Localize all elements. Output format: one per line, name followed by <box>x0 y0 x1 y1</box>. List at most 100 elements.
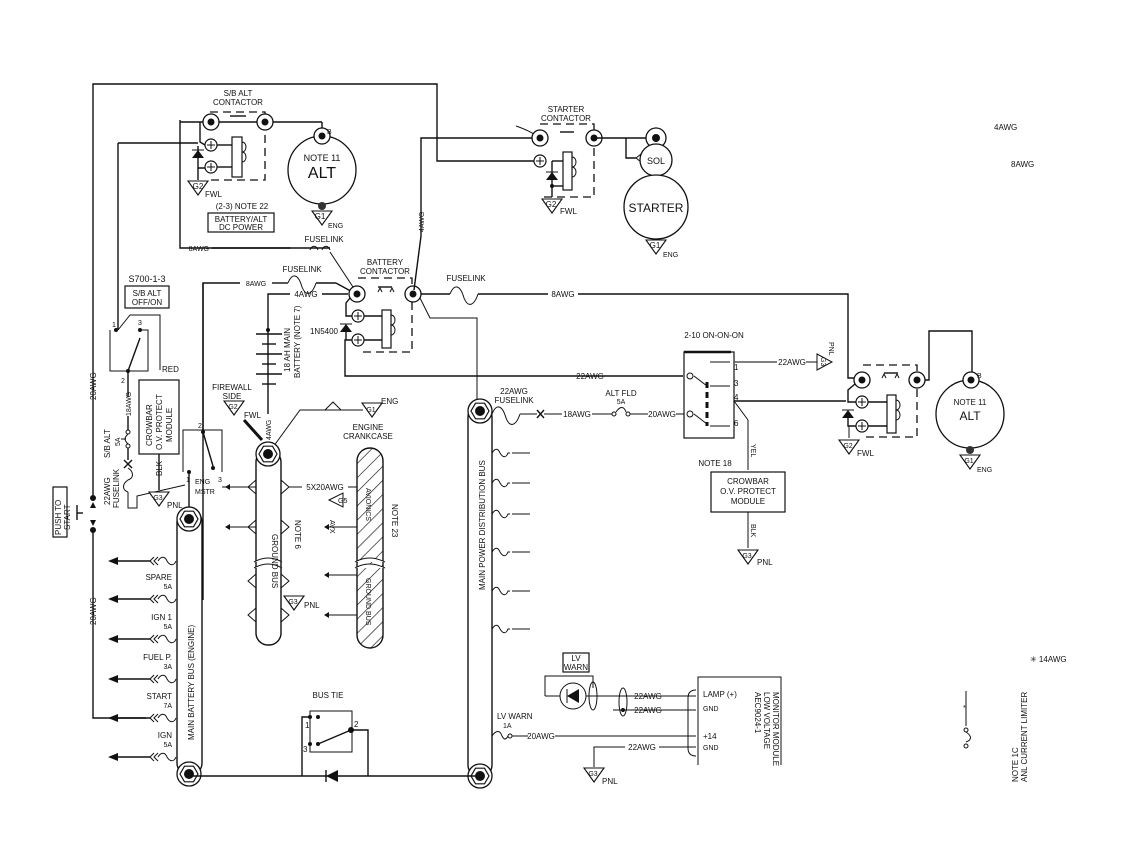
main-battery-bus-label: MAIN BATTERY BUS (ENGINE) <box>187 625 196 740</box>
breaker-name: S/B ALT <box>103 429 112 458</box>
arrow-icon <box>108 753 118 761</box>
ground-id: G3 <box>288 599 297 606</box>
battery-label-2: BATTERY (NOTE 7) <box>293 305 302 378</box>
lv-breaker-rating: 1A <box>503 723 512 730</box>
pin-label: 3 <box>303 745 308 754</box>
ground-loc: PNL <box>757 558 773 567</box>
breaker-icon <box>157 594 177 604</box>
alternator-right: G2 FWL B NOTE 11 ALT G1 ENG <box>838 330 1005 474</box>
alt-terminal-label: B <box>977 373 982 380</box>
diode-label: 1N5400 <box>310 327 339 336</box>
starter-contactor: STARTER CONTACTOR G2 FWL <box>420 105 656 236</box>
pin-label: 4 <box>734 393 739 402</box>
right-crowbar-module: NOTE 18 CROWBAR O.V. PROTECT MODULE BLK … <box>698 459 786 567</box>
switch-line2: OFF/ON <box>132 298 162 307</box>
lv-lamp-line1: LV <box>571 654 581 663</box>
avionics-bus-label: AVIONICS <box>364 488 371 521</box>
pin-label: 2 <box>198 423 202 430</box>
battery-label-1: 18 AH MAIN <box>283 328 292 372</box>
breaker-icon <box>491 448 530 458</box>
breaker-icon <box>157 634 177 644</box>
breaker-rating: 5A <box>115 437 122 446</box>
bus-breaker: IGN 15A <box>108 613 177 644</box>
ground-bus: GROUND BUS NOTE 6 G3 PNL 5X20AWG <box>222 441 358 646</box>
pin-label: GND <box>703 706 719 713</box>
breaker-rating: 3A <box>163 664 172 671</box>
arrow-icon <box>108 675 118 683</box>
breaker-name: IGN <box>158 731 172 740</box>
breaker-icon <box>157 752 177 762</box>
avionics-bus-note: NOTE 23 <box>390 504 399 538</box>
wire-label: 22AWG <box>634 692 662 701</box>
push-to-start: 20AWG PUSH TO START 20AWG <box>52 360 146 719</box>
sb-alt-contactor: S/B ALT CONTACTOR G2 FWL <box>180 89 323 199</box>
crankcase-line2: CRANKCASE <box>343 432 393 441</box>
alt-fld-name: ALT FLD <box>605 389 636 398</box>
ground-loc: PNL <box>602 777 618 786</box>
alt-name: ALT <box>959 409 981 423</box>
alt-fld-rating: 5A <box>617 399 626 406</box>
wire-label: 22AWG <box>103 477 112 505</box>
ground-loc: FWL <box>244 411 261 420</box>
fuselink-label: FUSELINK <box>304 235 344 244</box>
ground-id: G1 <box>650 241 661 250</box>
power-box-line2: DC POWER <box>219 223 263 232</box>
sb-alt-contactor-label-1: S/B ALT <box>224 89 253 98</box>
wire-label: 20AWG <box>89 372 98 400</box>
alt-terminal-label: B <box>327 129 332 136</box>
coil-terminal <box>204 138 218 152</box>
main-battery-bus: MAIN BATTERY BUS (ENGINE) <box>176 506 203 787</box>
wire-label: 18AWG <box>126 392 133 416</box>
asterisk-mark: * <box>963 705 966 712</box>
alt-master-switch: 2-10 ON-ON-ON 1 3 4 6 22AWG G3 PNL YEL <box>683 331 846 470</box>
breaker-icon <box>157 713 177 723</box>
legend-14awg: ✳ 14AWG <box>1030 655 1067 664</box>
crowbar-line1: CROWBAR <box>145 404 154 446</box>
eng-mstr-line1: ENG <box>195 479 210 486</box>
power-box-line1: BATTERY/ALT <box>215 215 268 224</box>
lv-warning-circuit: LV WARN 22AWG 22AWG LV WARN 1A 20AWG 22A… <box>491 652 697 786</box>
ground-id: G3 <box>153 495 162 502</box>
wire-label: 4AWG <box>419 212 426 232</box>
ground-id: G1 <box>366 407 375 414</box>
breaker-name: START <box>147 692 173 701</box>
alt-note: NOTE 11 <box>304 153 341 163</box>
legend-8awg: 8AWG <box>1011 160 1034 169</box>
ground-bus-label: GROUND BUS <box>270 534 279 588</box>
wire-label: 4AWG <box>266 420 273 440</box>
connector-icon <box>149 634 159 644</box>
firewall-line2: SIDE <box>223 392 242 401</box>
wire-label: 8AWG <box>551 290 574 299</box>
module-part: AEC9024-1 <box>753 692 762 734</box>
wire-label: 4AWG <box>294 290 317 299</box>
connector-icon <box>149 713 159 723</box>
left-crowbar-module: CROWBAR O.V. PROTECT MODULE BLK G3 PNL <box>138 379 183 510</box>
ground-id: G5 <box>338 498 347 505</box>
push-to-start-line1: PUSH TO <box>54 500 63 535</box>
ground-id: G2 <box>228 404 237 411</box>
alt-switch-label: 2-10 ON-ON-ON <box>684 331 744 340</box>
crowbar-note: NOTE 18 <box>698 459 732 468</box>
arrow-icon <box>108 557 118 565</box>
breaker-icon <box>491 586 530 596</box>
wire-label: 22AWG <box>628 743 656 752</box>
ground-loc: FWL <box>205 190 222 199</box>
breaker-name: IGN 1 <box>151 613 172 622</box>
wire-label: 22AWG <box>634 706 662 715</box>
starter-contactor-label-1: STARTER <box>548 105 585 114</box>
anl-current-limiter-note: ✳ 14AWG * NOTE 1C ANL CURRENT LIMITER <box>963 655 1067 782</box>
wire-label: 20AWG <box>648 410 676 419</box>
lv-breaker-name: LV WARN <box>497 712 533 721</box>
bus-tie: BUS TIE 1 2 3 <box>189 691 480 782</box>
starter-contactor-label-2: CONTACTOR <box>541 114 591 123</box>
pin-label: 1 <box>186 477 190 484</box>
ground-loc: ENG <box>663 252 678 259</box>
wire-label: 22AWG <box>500 387 528 396</box>
breaker-icon <box>491 624 530 634</box>
ground-id: G3 <box>588 771 597 778</box>
crankcase-line1: ENGINE <box>353 423 384 432</box>
